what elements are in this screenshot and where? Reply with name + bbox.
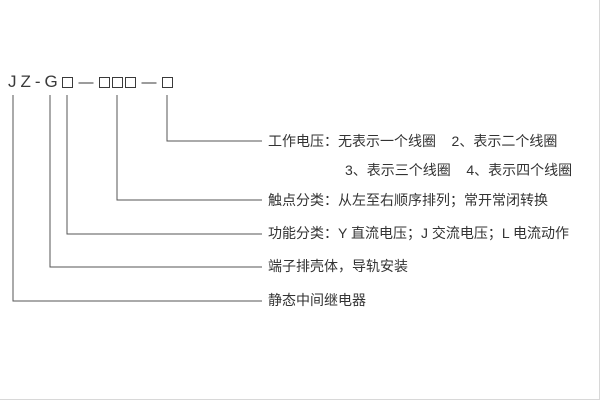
connector-relay-name <box>12 95 262 302</box>
label-terminal-housing: 端子排壳体，导轨安装 <box>268 258 408 274</box>
model-prefix: JZ-G <box>8 72 62 91</box>
connector-contact <box>116 95 262 201</box>
connector-working-voltage <box>166 95 262 142</box>
label-relay-name: 静态中间继电器 <box>268 292 366 308</box>
contact-code-box <box>99 76 110 88</box>
contact-code-box <box>125 76 136 88</box>
contact-code-box <box>112 76 123 88</box>
contact-code-boxes <box>99 76 136 88</box>
connector-terminal <box>49 95 262 268</box>
label-working-voltage-line1: 工作电压：无表示一个线圈 2、表示二个线圈 <box>268 133 558 149</box>
connector-function <box>66 95 262 235</box>
label-contact-classification: 触点分类：从左至右顺序排列；常开常闭转换 <box>268 192 548 208</box>
dash-separator: — <box>141 73 157 91</box>
dash-separator: — <box>78 73 94 91</box>
label-working-voltage-line2: 3、表示三个线圈 4、表示四个线圈 <box>345 162 573 178</box>
model-code: JZ-G — — <box>8 72 173 92</box>
label-function-classification: 功能分类：Y 直流电压；J 交流电压；L 电流动作 <box>268 225 570 241</box>
voltage-code-box <box>162 76 173 88</box>
function-code-box <box>62 76 73 88</box>
